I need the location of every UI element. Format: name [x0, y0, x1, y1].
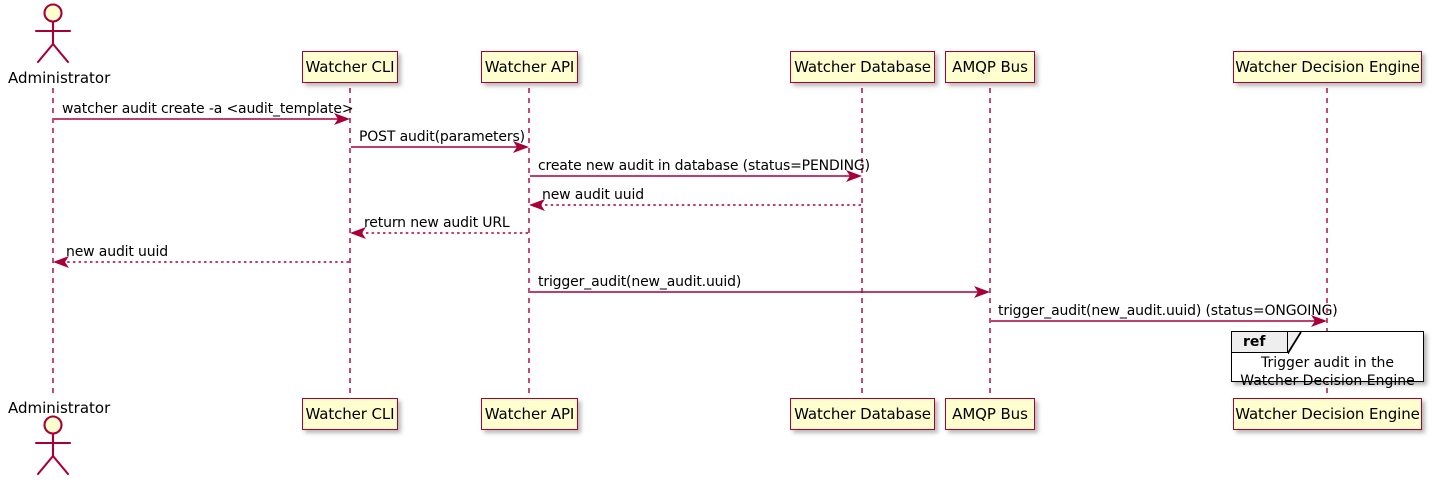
message-arrow-create-new-audit: [530, 170, 862, 182]
message-label-watcher-audit-create: watcher audit create -a <audit_template>: [62, 101, 354, 117]
actor-administrator-bottom-figure: [34, 415, 72, 476]
participant-box-watcher-decision-engine-bottom[interactable]: Watcher Decision Engine: [1233, 398, 1422, 430]
participant-box-watcher-api-bottom[interactable]: Watcher API: [481, 398, 578, 430]
participant-box-amqp-bus-top[interactable]: AMQP Bus: [945, 51, 1035, 83]
participant-box-watcher-cli-bottom[interactable]: Watcher CLI: [302, 398, 398, 430]
message-label-new-audit-uuid-api: new audit uuid: [542, 187, 644, 203]
actor-administrator-top-figure: [34, 3, 72, 64]
ref-fragment-line-2: Watcher Decision Engine: [1240, 373, 1415, 389]
message-arrow-trigger-audit: [530, 286, 990, 298]
message-label-create-new-audit: create new audit in database (status=PEN…: [538, 158, 870, 174]
ref-fragment-tab-label: ref: [1243, 334, 1266, 350]
message-label-trigger-audit: trigger_audit(new_audit.uuid): [538, 274, 742, 290]
ref-fragment-line-1: Trigger audit in the: [1260, 355, 1395, 371]
participant-box-amqp-bus-bottom[interactable]: AMQP Bus: [945, 398, 1035, 430]
message-arrow-watcher-audit-create: [54, 113, 350, 125]
message-arrow-trigger-audit-ongoing: [991, 315, 1327, 327]
participant-box-watcher-api-top[interactable]: Watcher API: [481, 51, 578, 83]
message-arrow-new-audit-uuid-api: [529, 199, 861, 211]
actor-label-administrator-bottom: Administrator: [8, 399, 111, 417]
participant-box-watcher-decision-engine-top[interactable]: Watcher Decision Engine: [1233, 51, 1422, 83]
message-arrow-post-audit: [351, 141, 529, 153]
ref-fragment: ref Trigger audit in the Watcher Decisio…: [1231, 331, 1424, 389]
message-label-return-new-audit-url: return new audit URL: [364, 215, 510, 231]
message-arrow-new-audit-uuid-admin: [53, 256, 349, 268]
message-label-post-audit: POST audit(parameters): [359, 129, 525, 145]
participant-box-watcher-database-bottom[interactable]: Watcher Database: [790, 398, 935, 430]
participant-box-watcher-database-top[interactable]: Watcher Database: [790, 51, 935, 83]
message-arrow-return-new-audit-url: [350, 227, 528, 239]
message-label-new-audit-uuid-admin: new audit uuid: [66, 244, 168, 260]
message-label-trigger-audit-ongoing: trigger_audit(new_audit.uuid) (status=ON…: [998, 303, 1338, 319]
actor-label-administrator-top: Administrator: [8, 69, 111, 87]
ref-fragment-tab: [1232, 332, 1302, 354]
participant-box-watcher-cli-top[interactable]: Watcher CLI: [302, 51, 398, 83]
